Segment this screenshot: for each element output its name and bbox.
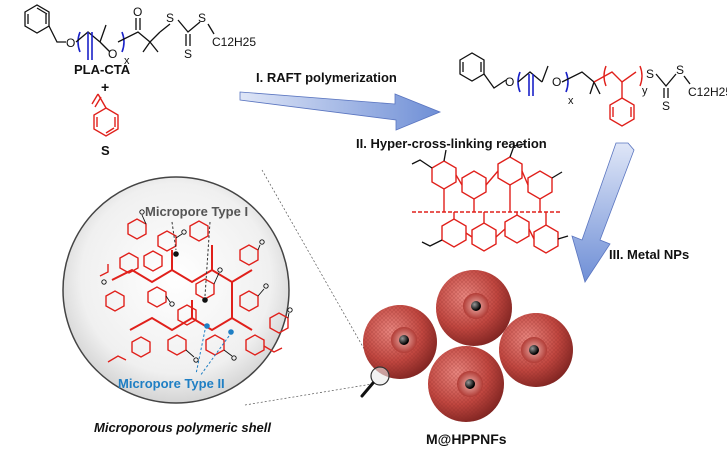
atom-s-4: S	[646, 67, 654, 81]
chain-c12h25-1: C12H25	[212, 35, 256, 49]
atom-s-5: S	[662, 99, 670, 113]
atom-o-1: O	[66, 36, 75, 50]
atom-o-4: O	[505, 75, 514, 89]
sphere-4	[428, 346, 504, 422]
arrow-step-1	[239, 91, 442, 131]
arrow-step-3	[571, 142, 635, 283]
atom-o-5: O	[552, 75, 561, 89]
label-monomer-s: S	[101, 143, 110, 158]
subscript-x: x	[124, 55, 130, 67]
label-micropore-type-1: Micropore Type I	[145, 204, 249, 219]
atom-s-2: S	[184, 47, 192, 61]
atom-s-3: S	[198, 11, 206, 25]
styrene-structure	[91, 93, 119, 137]
label-micropore-type-2: Micropore Type II	[118, 376, 225, 391]
label-step-1: I. RAFT polymerization	[256, 70, 397, 85]
magnifier-icon	[360, 366, 390, 398]
label-pla-cta: PLA-CTA	[74, 62, 131, 77]
nanoflower-cluster	[363, 270, 573, 422]
label-plus: +	[101, 79, 110, 95]
chain-c12h25-2: C12H25	[688, 85, 727, 99]
label-step-3: III. Metal NPs	[609, 247, 690, 262]
sphere-3	[499, 313, 573, 387]
atom-s-6: S	[676, 63, 684, 77]
shell-zoom	[62, 169, 376, 406]
atom-o-3: O	[133, 5, 142, 19]
label-product: M@HPPNFs	[426, 431, 507, 447]
pla-cta-structure: O O x O S S S C12H25	[24, 4, 256, 67]
pla-b-ps-structure: O O x y S S S C12H25	[459, 52, 727, 127]
label-shell: Microporous polymeric shell	[94, 420, 271, 435]
subscript-x-2: x	[568, 95, 574, 107]
sphere-2	[363, 305, 437, 379]
atom-o-2: O	[108, 47, 117, 61]
atom-s-1: S	[166, 11, 174, 25]
sphere-1	[436, 270, 512, 346]
subscript-y: y	[642, 85, 648, 97]
label-step-2: II. Hyper-cross-linking reaction	[356, 136, 547, 151]
crosslinked-network	[411, 143, 569, 254]
